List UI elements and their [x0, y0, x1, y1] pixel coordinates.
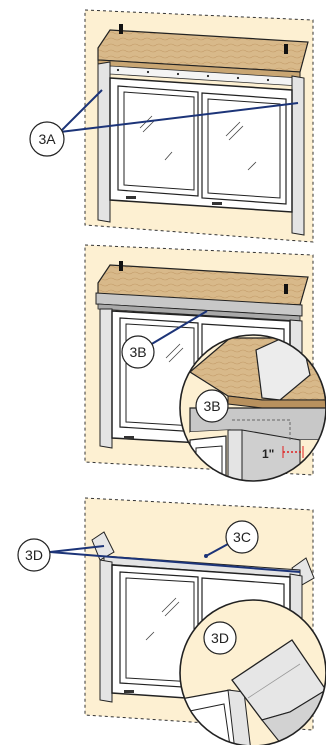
- callout-3c-bubble: [225, 520, 259, 554]
- callout-3b-detail-label: 3B: [203, 398, 220, 414]
- callout-3c-line: [205, 543, 229, 557]
- callout-3d-detail-label: 3D: [211, 630, 229, 646]
- left-jamb-flashing: [97, 61, 111, 223]
- callout-3a-line-left: [59, 89, 103, 133]
- callout-3d-bubble: [17, 538, 51, 572]
- callout-3c-label: 3C: [233, 529, 251, 545]
- callout-3b-label: 3B: [129, 344, 146, 360]
- detail-magnifier-3d: 3D: [179, 599, 326, 745]
- header-board: [97, 29, 309, 73]
- callout-3a-label: 3A: [38, 131, 56, 147]
- callout-3b-detail-bubble: [195, 389, 229, 423]
- callout-3d-line-left: [49, 545, 105, 553]
- callout-3b-bubble: [121, 335, 155, 369]
- callout-3a-bubble: [29, 121, 65, 157]
- head-flashing: [95, 292, 303, 317]
- callout-3a-line-right: [59, 102, 299, 133]
- callout-3b-line: [149, 310, 208, 346]
- detail-magnifier-3b: 1" 3B: [179, 334, 326, 482]
- panel-3d: 3C 3D 3D: [17, 497, 326, 745]
- right-jamb-flashing: [291, 75, 305, 236]
- callout-3d-detail-bubble: [203, 621, 237, 655]
- callout-3d-line-right: [49, 551, 301, 573]
- panel-3a: 3A: [29, 9, 314, 243]
- panel-3b: 3B: [84, 244, 326, 482]
- callout-3d-label: 3D: [25, 547, 43, 563]
- dimension-label: 1": [262, 447, 274, 461]
